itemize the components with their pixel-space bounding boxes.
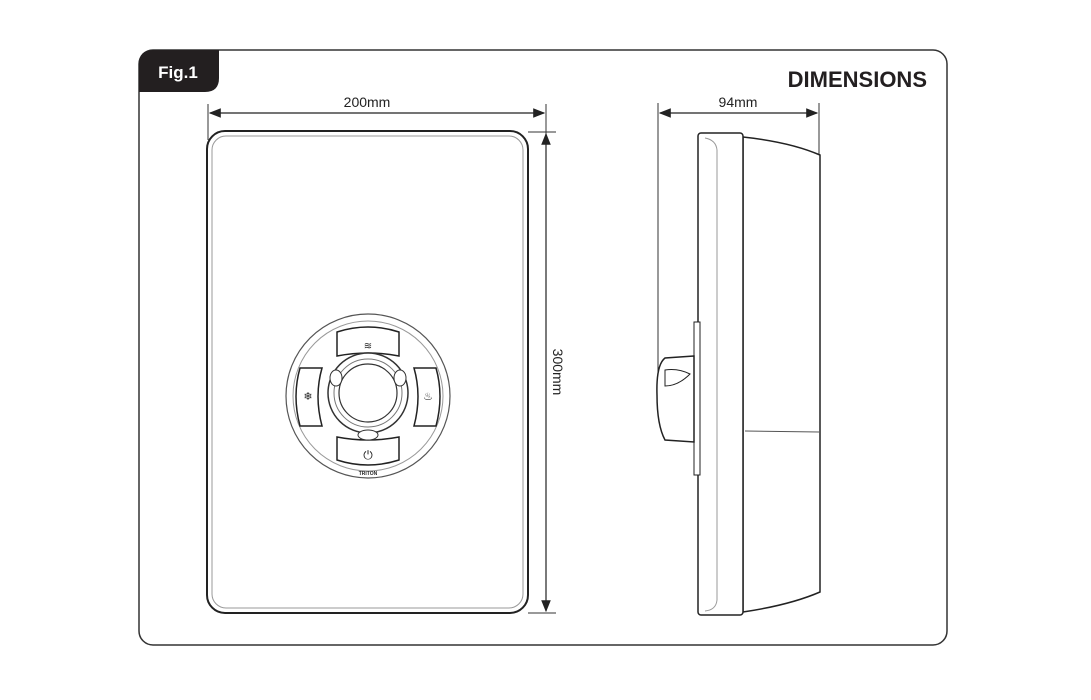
- side-view: 94mm: [656, 94, 821, 616]
- cold-button: [295, 367, 323, 427]
- power-icon: ⏻: [363, 448, 373, 462]
- snowflake-icon: ❄: [303, 391, 312, 403]
- front-view: 200mm 300mm ≋ ⏻ ❄ ♨ TRITON: [206, 94, 566, 614]
- heat-button: [413, 367, 441, 427]
- depth-label: 94mm: [719, 94, 758, 110]
- front-plate-side: [697, 132, 744, 616]
- figure-label: Fig.1: [158, 63, 198, 82]
- heat-icon: ♨: [423, 391, 433, 403]
- brand-logo: TRITON: [359, 471, 378, 477]
- diagram-title: DIMENSIONS: [788, 67, 927, 92]
- unit-body: [742, 136, 821, 613]
- figure-label-tab: [139, 50, 219, 92]
- control-knob-side: [693, 321, 701, 476]
- width-label: 200mm: [344, 94, 391, 110]
- svg-text:≋: ≋: [364, 341, 372, 352]
- shower-button: [336, 326, 400, 357]
- power-button: [336, 436, 400, 466]
- control-dial: ≋ ⏻ ❄ ♨ TRITON: [285, 313, 451, 479]
- height-label: 300mm: [550, 349, 566, 396]
